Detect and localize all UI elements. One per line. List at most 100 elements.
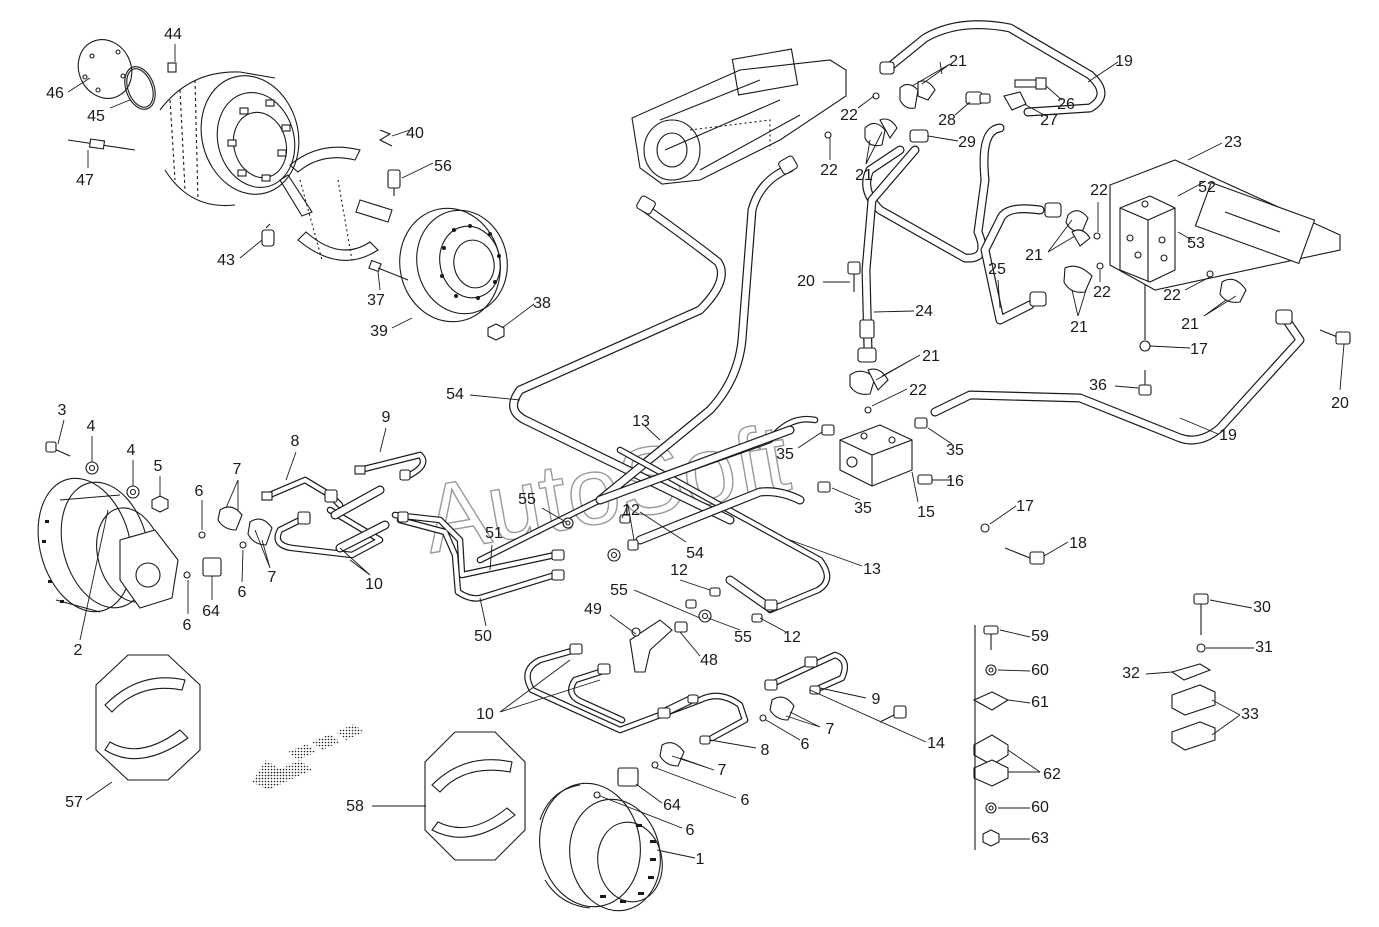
hub-cover-46 xyxy=(77,39,133,99)
callout-c27: 27 xyxy=(1040,112,1058,129)
o-ring-45 xyxy=(124,66,156,110)
direction-arrow xyxy=(252,724,364,790)
adjuster-56 xyxy=(387,169,401,196)
callout-c20b: 20 xyxy=(1331,395,1349,412)
callout-c58: 58 xyxy=(346,798,364,815)
callout-c22a: 22 xyxy=(840,107,858,124)
callout-c46: 46 xyxy=(46,85,64,102)
callout-c22d: 22 xyxy=(1093,284,1111,301)
nut-hose-pump xyxy=(636,61,895,215)
callout-c33: 33 xyxy=(1241,706,1259,723)
flange-7-left xyxy=(217,506,273,546)
bolt-37 xyxy=(368,259,409,281)
callout-c44: 44 xyxy=(164,26,182,43)
wheel-motor-rear xyxy=(159,71,300,207)
bolt-20-mid xyxy=(847,261,861,292)
stud-47 xyxy=(67,138,136,151)
callout-c22e: 22 xyxy=(1163,287,1181,304)
callout-c5: 5 xyxy=(154,458,163,475)
callout-c15: 15 xyxy=(917,504,935,521)
callout-c19b: 19 xyxy=(1219,427,1237,444)
fittings xyxy=(45,61,1351,799)
bolt-26 xyxy=(1014,77,1047,90)
brake-shoe-kit-58 xyxy=(424,731,526,861)
callout-c4a: 4 xyxy=(87,418,96,435)
callout-c38: 38 xyxy=(533,295,551,312)
callout-c62: 62 xyxy=(1043,766,1061,783)
hydraulic-pump-assembly xyxy=(631,48,847,185)
callout-c29: 29 xyxy=(958,134,976,151)
screw-14 xyxy=(879,705,907,723)
flange-7-lower xyxy=(659,696,795,767)
flange-21-right xyxy=(1029,202,1293,325)
callout-c36: 36 xyxy=(1089,377,1107,394)
callout-c60a: 60 xyxy=(1031,662,1049,679)
callout-c22f: 22 xyxy=(909,382,927,399)
bracket-48-49 xyxy=(629,619,688,673)
callout-c54a: 54 xyxy=(446,386,464,403)
callout-c55a: 55 xyxy=(518,491,536,508)
callout-c63: 63 xyxy=(1031,830,1049,847)
callout-c45: 45 xyxy=(87,108,105,125)
leader-lines xyxy=(57,44,1345,840)
pin-43 xyxy=(261,223,275,247)
callout-c52: 52 xyxy=(1198,179,1216,196)
callout-c47: 47 xyxy=(76,172,94,189)
spring-40 xyxy=(378,129,393,147)
callout-c31: 31 xyxy=(1255,639,1273,656)
callout-c9a: 9 xyxy=(382,409,391,426)
valve-block-15 xyxy=(839,424,913,487)
callout-c21c: 21 xyxy=(1025,247,1043,264)
callout-c7c: 7 xyxy=(826,721,835,738)
fitting-28 xyxy=(965,91,991,105)
callout-c53: 53 xyxy=(1187,235,1205,252)
callout-c43: 43 xyxy=(217,252,235,269)
callout-c9b: 9 xyxy=(872,691,881,708)
callout-c21e: 21 xyxy=(1181,316,1199,333)
callout-c16: 16 xyxy=(946,473,964,490)
callout-c35a: 35 xyxy=(776,446,794,463)
callout-c23: 23 xyxy=(1224,134,1242,151)
callout-c21a: 21 xyxy=(949,53,967,70)
brake-shoe-set-upper xyxy=(279,146,393,261)
callout-c26: 26 xyxy=(1057,96,1075,113)
callout-c60b: 60 xyxy=(1031,799,1049,816)
screw-3 xyxy=(45,441,71,457)
callout-c21f: 21 xyxy=(922,348,940,365)
wheel-motor-2 xyxy=(37,477,179,613)
clamp-30-33 xyxy=(1170,593,1216,751)
block-64-left xyxy=(202,557,222,577)
callout-c30: 30 xyxy=(1253,599,1271,616)
callout-c20a: 20 xyxy=(797,273,815,290)
callout-c40: 40 xyxy=(406,125,424,142)
callout-c56: 56 xyxy=(434,158,452,175)
callout-c3: 3 xyxy=(58,402,67,419)
callout-c19a: 19 xyxy=(1115,53,1133,70)
callout-c7b: 7 xyxy=(268,569,277,586)
callout-c12c: 12 xyxy=(783,629,801,646)
wheel-motor-1 xyxy=(539,782,696,912)
valve-block-23 xyxy=(1109,159,1341,291)
flange-21-top xyxy=(899,80,936,109)
callout-c57: 57 xyxy=(65,794,83,811)
callout-c21b: 21 xyxy=(855,167,873,184)
watermark-text: AutoSoft xyxy=(415,404,796,573)
callout-c35b: 35 xyxy=(946,442,964,459)
callout-c17a: 17 xyxy=(1190,341,1208,358)
callout-c6a: 6 xyxy=(195,483,204,500)
callout-c12a: 12 xyxy=(622,502,640,519)
callout-c18: 18 xyxy=(1069,535,1087,552)
nut-38 xyxy=(487,323,505,341)
callout-c12b: 12 xyxy=(670,562,688,579)
plug-44 xyxy=(167,62,177,73)
callout-c10a: 10 xyxy=(365,576,383,593)
callout-c35c: 35 xyxy=(854,500,872,517)
callout-c8b: 8 xyxy=(761,742,770,759)
callout-c10b: 10 xyxy=(476,706,494,723)
callout-c61: 61 xyxy=(1031,694,1049,711)
callout-c7a: 7 xyxy=(233,461,242,478)
callout-c22b: 22 xyxy=(820,162,838,179)
callout-c4b: 4 xyxy=(127,442,136,459)
callout-c25: 25 xyxy=(988,261,1006,278)
callout-c17b: 17 xyxy=(1016,498,1034,515)
